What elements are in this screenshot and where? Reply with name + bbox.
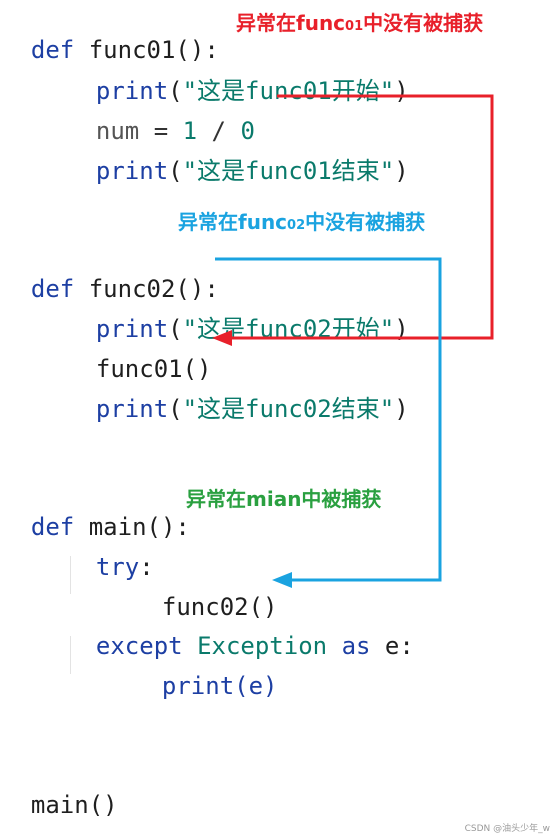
code-line-call-func02: func02(): [161, 593, 278, 621]
code-line-num-div: num = 1 / 0: [95, 117, 255, 145]
code-line-print-func01-end: print("这是func01结束"): [95, 157, 409, 185]
code-line-print-e: print(e): [161, 672, 278, 700]
red-arrow: [212, 94, 494, 346]
blue-arrow: [215, 257, 442, 588]
indent-guide: [70, 636, 71, 674]
footer-watermark: CSDN @油头少年_w: [464, 824, 550, 834]
code-line-print-func01-start: print("这是func01开始"): [95, 77, 409, 105]
code-line-def-func02: def func02():: [30, 275, 219, 303]
annotation-main-caught: 异常在mian中被捕获: [186, 487, 382, 511]
code-line-try: try:: [95, 553, 154, 581]
code-line-except: except Exception as e:: [95, 632, 414, 660]
code-line-call-func01: func01(): [95, 355, 212, 383]
code-line-call-main: main(): [30, 791, 118, 819]
code-line-def-func01: def func01():: [30, 36, 219, 64]
code-line-print-func02-end: print("这是func02结束"): [95, 395, 409, 423]
code-line-def-main: def main():: [30, 513, 190, 541]
annotation-func01-uncaught: 异常在func01中没有被捕获: [236, 11, 484, 35]
indent-guide: [70, 556, 71, 594]
annotation-func02-uncaught: 异常在func02中没有被捕获: [178, 210, 426, 234]
